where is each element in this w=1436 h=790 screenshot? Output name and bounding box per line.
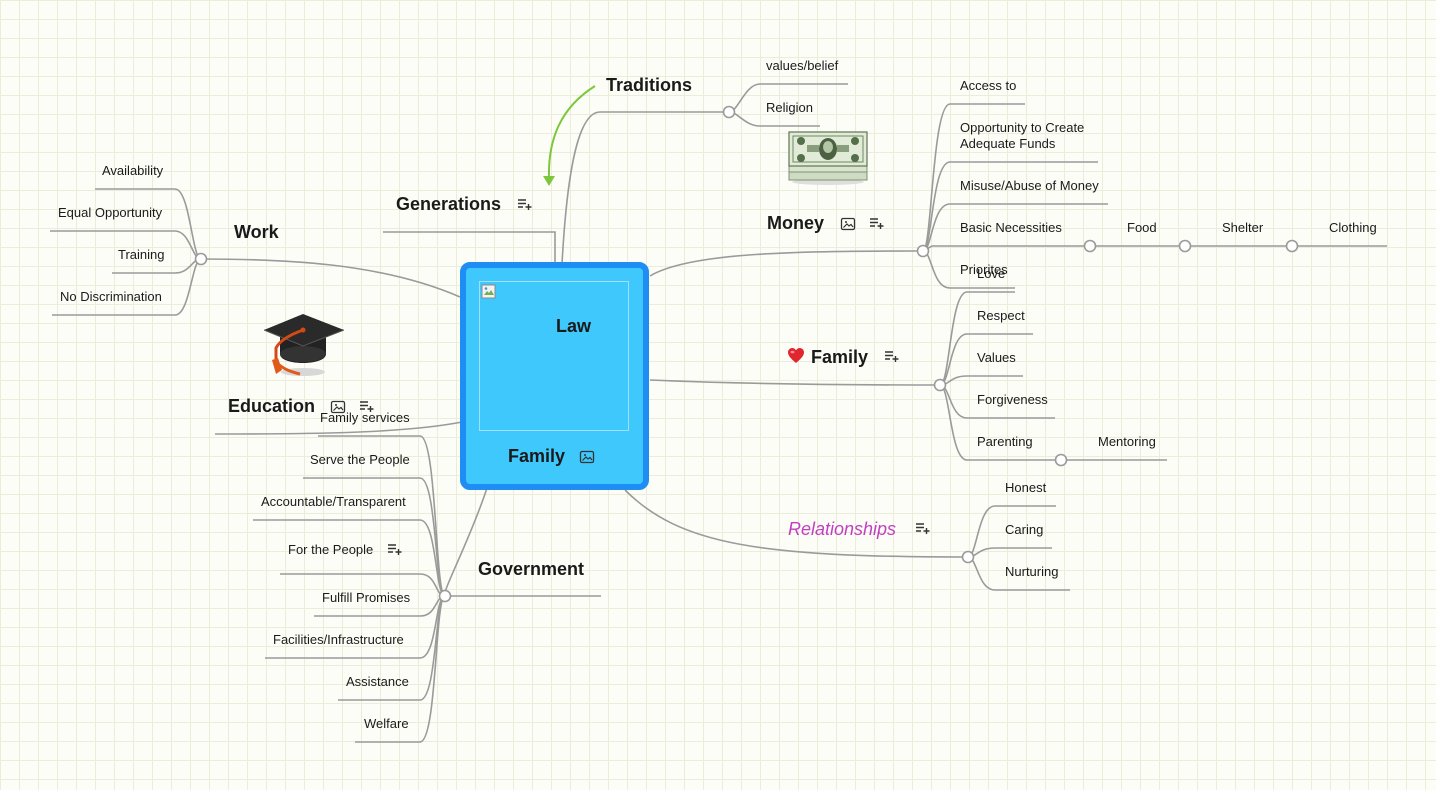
- work-child[interactable]: Training: [118, 247, 165, 262]
- government-child[interactable]: Serve the People: [310, 452, 410, 467]
- traditions-child[interactable]: Religion: [766, 100, 813, 115]
- money-child[interactable]: Access to: [960, 78, 1017, 93]
- government-child[interactable]: Accountable/Transparent: [261, 494, 406, 509]
- relationships-child[interactable]: Honest: [1005, 480, 1047, 495]
- branch-money[interactable]: Money: [767, 213, 825, 233]
- notes-icon[interactable]: [868, 215, 884, 231]
- money-child[interactable]: Basic Necessities: [960, 220, 1062, 235]
- branch-education[interactable]: Education: [228, 396, 316, 416]
- family-child[interactable]: Respect: [977, 308, 1025, 323]
- graduation-cap-icon: [263, 314, 345, 376]
- branch-generations[interactable]: Generations: [396, 194, 502, 214]
- government-child[interactable]: Family services: [320, 410, 410, 425]
- center-node[interactable]: [460, 262, 649, 490]
- traditions-child[interactable]: values/belief: [766, 58, 839, 73]
- notes-icon[interactable]: [358, 398, 374, 414]
- government-child[interactable]: Fulfill Promises: [322, 590, 411, 605]
- work-child[interactable]: No Discrimination: [60, 289, 162, 304]
- branch-family[interactable]: Family: [811, 347, 869, 367]
- parenting-child[interactable]: Mentoring: [1098, 434, 1156, 449]
- notes-icon[interactable]: [914, 520, 930, 536]
- money-child[interactable]: Opportunity to Create Adequate Funds: [960, 120, 1085, 151]
- notes-icon[interactable]: [386, 541, 402, 557]
- center-image-text: Law: [556, 316, 592, 336]
- image-icon[interactable]: [840, 216, 856, 232]
- center-title[interactable]: Family: [508, 446, 566, 466]
- branch-traditions[interactable]: Traditions: [606, 75, 693, 95]
- work-child[interactable]: Equal Opportunity: [58, 205, 163, 220]
- family-child[interactable]: Love: [977, 266, 1006, 281]
- branch-relationships[interactable]: Relationships: [788, 519, 897, 539]
- relationship-arrow: [543, 85, 596, 186]
- notes-icon[interactable]: [883, 348, 899, 364]
- necessity-child[interactable]: Shelter: [1222, 220, 1264, 235]
- money-child[interactable]: Misuse/Abuse of Money: [960, 178, 1099, 193]
- branch-work[interactable]: Work: [234, 222, 279, 242]
- image-icon[interactable]: [579, 449, 595, 465]
- family-child[interactable]: Forgiveness: [977, 392, 1048, 407]
- dollar-bill-icon: [788, 131, 868, 185]
- necessity-child[interactable]: Food: [1127, 220, 1157, 235]
- notes-icon[interactable]: [516, 196, 532, 212]
- government-child[interactable]: Assistance: [346, 674, 409, 689]
- center-image-frame: [479, 281, 629, 431]
- necessity-child[interactable]: Clothing: [1329, 220, 1377, 235]
- government-child[interactable]: Welfare: [364, 716, 409, 731]
- heart-icon: [788, 348, 804, 363]
- broken-image-icon: [481, 284, 496, 299]
- government-child[interactable]: Facilities/Infrastructure: [273, 632, 404, 647]
- work-child[interactable]: Availability: [102, 163, 164, 178]
- government-child[interactable]: For the People: [288, 542, 374, 557]
- family-child[interactable]: Parenting: [977, 434, 1033, 449]
- branch-government[interactable]: Government: [478, 559, 585, 579]
- relationships-child[interactable]: Caring: [1005, 522, 1044, 537]
- relationships-child[interactable]: Nurturing: [1005, 564, 1059, 579]
- image-icon[interactable]: [330, 399, 346, 415]
- money-child[interactable]: Priorites: [960, 262, 1008, 277]
- family-child[interactable]: Values: [977, 350, 1016, 365]
